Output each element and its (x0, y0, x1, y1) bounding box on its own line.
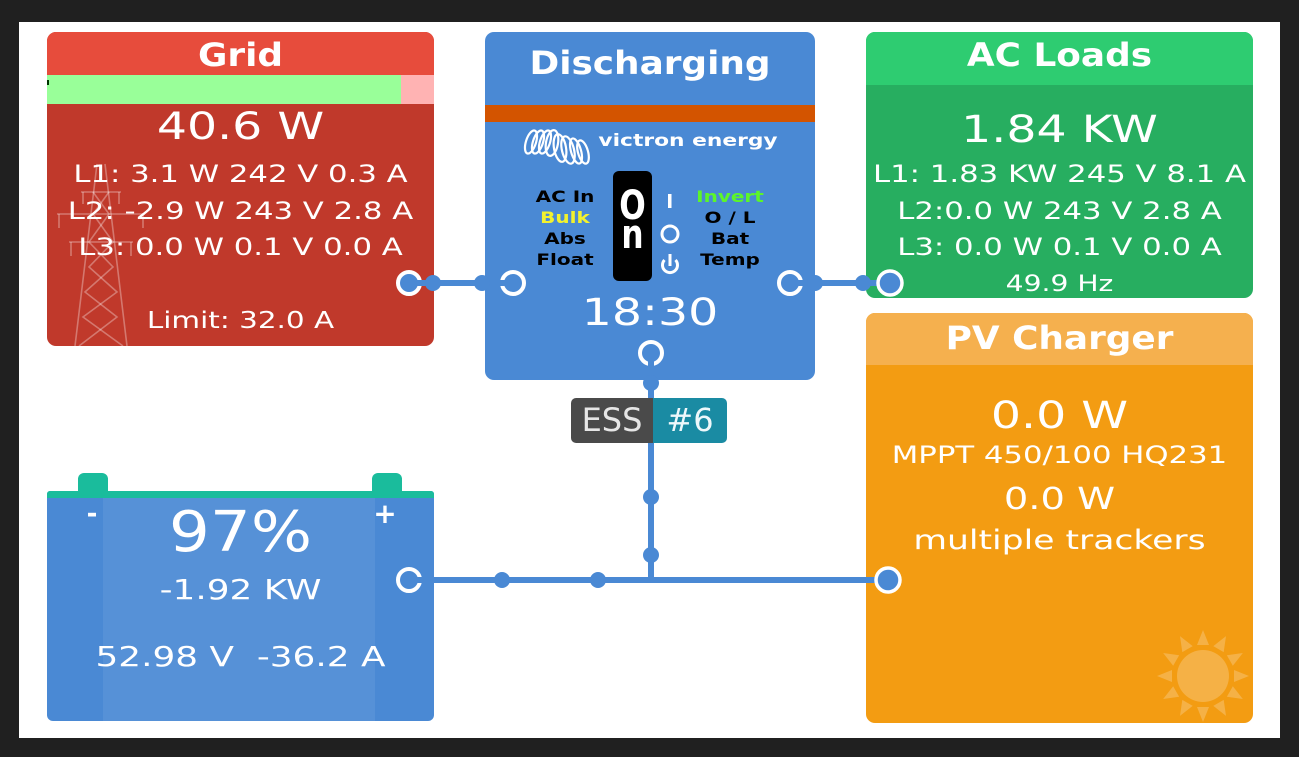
ac-loads-phase-l1: L1: 1.83 KW 245 V 8.1 A (873, 160, 1246, 188)
battery-positive-label: + (373, 497, 397, 530)
inverter-time: 18:30 (581, 291, 719, 334)
grid-current-bar (47, 75, 434, 104)
inverter-tile: Discharging victron energy AC In Bulk Ab… (485, 32, 815, 380)
switch-letter-n: n (621, 212, 644, 258)
led-label-invert: Invert (696, 187, 764, 206)
switch-letter-o: O (619, 183, 646, 229)
led-label-float: Float (536, 250, 594, 269)
sun-icon (1157, 630, 1249, 722)
battery-top-bar (47, 491, 434, 498)
battery-voltage-current: 52.98 V -36.2 A (47, 643, 434, 671)
ess-label: ESS (571, 398, 653, 443)
pv-charger-header (866, 313, 1253, 365)
victron-brand-text: victron energy (598, 131, 778, 151)
grid-phase-l1: L1: 3.1 W 242 V 0.3 A (73, 160, 408, 188)
grid-current-bar-fill (47, 75, 402, 104)
victron-logo-icon (523, 129, 590, 165)
pv-charger-title: PV Charger (945, 319, 1174, 357)
battery-positive-terminal (372, 473, 402, 492)
led-label-bulk: Bulk (540, 208, 590, 227)
power-pylon-icon (57, 163, 145, 346)
led-label-ac-in: AC In (535, 187, 595, 206)
switch-position-icons (660, 194, 680, 275)
battery-soc: 97% (168, 500, 313, 565)
battery-soc-fill (103, 491, 375, 721)
battery-voltage: 52.98 V (95, 640, 235, 673)
ac-loads-total-power: 1.84 KW (961, 108, 1158, 151)
battery-current: -36.2 A (256, 640, 386, 673)
inverter-strip (485, 105, 815, 122)
ac-loads-title: AC Loads (966, 36, 1153, 74)
led-label-overload: O / L (704, 208, 756, 227)
ac-loads-header (866, 32, 1253, 85)
switch-off-icon (660, 224, 680, 244)
led-label-abs: Abs (544, 229, 586, 248)
grid-tile: Grid 40.6 W L1: 3.1 W 242 V 0.3 A L2: -2… (47, 32, 434, 346)
pv-charger-tile: PV Charger 0.0 W MPPT 450/100 HQ231 0.0 … (866, 313, 1253, 723)
pv-tracker-info: multiple trackers (913, 525, 1206, 556)
battery-tile: - + 97% -1.92 KW 52.98 V -36.2 A (47, 491, 434, 721)
grid-input-limit: Limit: 32.0 A (146, 308, 335, 334)
grid-title: Grid (197, 36, 284, 74)
power-icon (661, 254, 679, 275)
grid-header (47, 32, 434, 75)
led-label-temp: Temp (700, 250, 760, 269)
inverter-mode-switch[interactable]: O n (613, 171, 652, 281)
ac-loads-frequency: 49.9 Hz (1005, 272, 1114, 297)
ac-loads-phase-l3: L3: 0.0 W 0.1 V 0.0 A (897, 233, 1222, 261)
grid-phase-l3: L3: 0.0 W 0.1 V 0.0 A (78, 233, 403, 261)
ess-value: #6 (653, 398, 727, 443)
battery-negative-label: - (86, 499, 98, 529)
pv-device-power: 0.0 W (1003, 482, 1116, 517)
led-label-bat: Bat (710, 229, 750, 248)
inverter-state: Discharging (529, 44, 771, 82)
switch-on-icon (668, 194, 672, 208)
grid-bar-marker (47, 80, 49, 85)
ac-loads-phase-l2: L2:0.0 W 243 V 2.8 A (897, 197, 1222, 225)
pv-device-name: MPPT 450/100 HQ231 (891, 441, 1228, 469)
grid-total-power: 40.6 W (156, 105, 325, 148)
battery-negative-terminal (78, 473, 108, 492)
pv-total-power: 0.0 W (990, 394, 1129, 437)
ess-badge: ESS #6 (571, 398, 727, 443)
ac-loads-tile: AC Loads 1.84 KW L1: 1.83 KW 245 V 8.1 A… (866, 32, 1253, 298)
grid-phase-l2: L2: -2.9 W 243 V 2.8 A (67, 197, 414, 225)
battery-power: -1.92 KW (159, 573, 322, 606)
